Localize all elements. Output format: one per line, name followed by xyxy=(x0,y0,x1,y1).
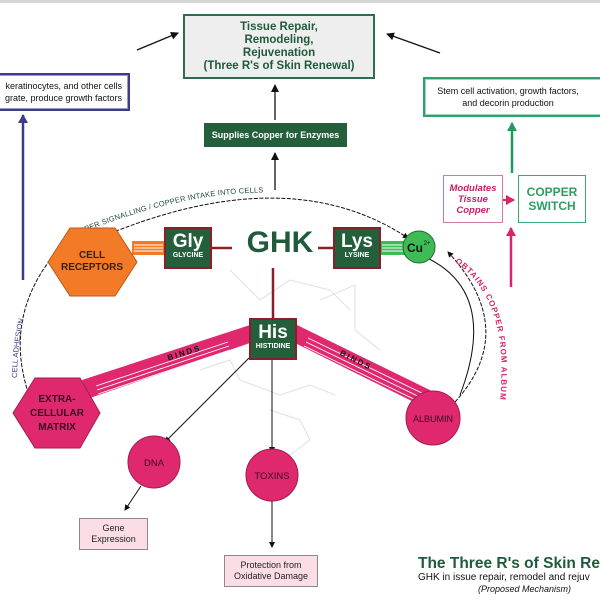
footer-subtitle: GHK in issue repair, remodel and rejuv xyxy=(418,572,590,583)
copper-ion-node xyxy=(402,230,436,264)
histidine-name: HISTIDINE xyxy=(255,343,291,350)
supplies-copper-box: Supplies Copper for Enzymes xyxy=(204,123,347,147)
albumin-node xyxy=(405,390,461,446)
arrow-dna-to-gene xyxy=(124,485,142,511)
cell-receptors-line2: RECEPTORS xyxy=(61,262,123,273)
gene-expression-box: Gene Expression xyxy=(79,518,148,550)
toxins-label: TOXINS xyxy=(254,471,289,482)
band-lys-copper xyxy=(380,241,406,255)
copper-ion-charge: 2+ xyxy=(424,241,431,247)
arrow-his-to-dna xyxy=(164,357,250,443)
top-border xyxy=(0,0,600,3)
arc-cell-adhesion xyxy=(19,259,51,393)
protection-line-1: Protection from xyxy=(240,560,302,570)
histidine-symbol: His xyxy=(258,322,288,343)
keratinocytes-line-1: keratinocytes, and other cells xyxy=(5,81,122,91)
keratinocytes-line-2: grate, produce growth factors xyxy=(4,93,122,103)
gene-line-2: Expression xyxy=(91,534,136,544)
supplies-copper-label: Supplies Copper for Enzymes xyxy=(211,130,340,140)
albumin-label: ALBUMIN xyxy=(413,414,453,424)
modulates-tissue-copper-box: Modulates Tissue Copper xyxy=(443,175,503,223)
glycine-symbol: Gly xyxy=(172,231,204,252)
title-box: Tissue Repair, Remodeling, Rejuvenation … xyxy=(183,14,375,79)
gene-line-1: Gene xyxy=(102,523,125,533)
label-cell-adhesion: CELL ADHESION xyxy=(10,317,26,378)
modulates-line-3: Copper xyxy=(456,204,490,216)
histidine-box: His HISTIDINE xyxy=(249,318,297,360)
title-line-3: Rejuvenation xyxy=(242,46,316,59)
footer-caption: The Three R's of Skin Ren GHK in issue r… xyxy=(418,555,600,595)
arc-obtains-copper xyxy=(447,251,487,403)
title-line-4: (Three R's of Skin Renewal) xyxy=(203,59,355,72)
glycine-box: Gly GLYCINE xyxy=(164,227,212,269)
cell-receptors-node xyxy=(47,227,138,297)
lysine-name: LYSINE xyxy=(344,252,370,259)
ecm-line3: MATRIX xyxy=(38,422,76,433)
keratinocytes-box: keratinocytes, and other cells grate, pr… xyxy=(0,73,130,111)
ecm-node xyxy=(12,377,101,449)
copper-ion-label: Cu xyxy=(407,241,423,255)
dna-label: DNA xyxy=(144,458,165,469)
copper-switch-line-2: SWITCH xyxy=(528,199,576,213)
band-his-albumin xyxy=(297,325,440,411)
ecm-line1: EXTRA- xyxy=(38,394,75,405)
stem-cell-line-2: and decorin production xyxy=(462,98,554,108)
cell-receptors-line1: CELL xyxy=(79,250,105,261)
arc-inner-right xyxy=(422,255,475,396)
protection-box: Protection from Oxidative Damage xyxy=(224,555,318,587)
modulates-line-1: Modulates xyxy=(449,182,497,194)
copper-switch-line-1: COPPER xyxy=(526,185,578,199)
lysine-box: Lys LYSINE xyxy=(333,227,381,269)
lysine-symbol: Lys xyxy=(340,231,374,252)
band-gly-receptors xyxy=(132,241,165,255)
band-his-ecm xyxy=(82,325,250,398)
title-line-1: Tissue Repair, xyxy=(240,20,318,33)
stem-cell-line-1: Stem cell activation, growth factors, xyxy=(437,86,579,96)
dna-node xyxy=(127,435,181,489)
ecm-line2: CELLULAR xyxy=(30,408,85,419)
footer-note: (Proposed Mechanism) xyxy=(478,584,572,594)
arrow-right-to-title xyxy=(386,32,441,54)
glycine-name: GLYCINE xyxy=(172,252,204,259)
footer-title: The Three R's of Skin Ren xyxy=(418,555,600,572)
arrow-left-to-title xyxy=(136,31,179,51)
stem-cell-box: Stem cell activation, growth factors, an… xyxy=(423,77,600,117)
protection-line-2: Oxidative Damage xyxy=(233,571,309,581)
ghk-label: GHK xyxy=(246,226,314,259)
modulates-line-2: Tissue xyxy=(458,193,488,205)
copper-switch-box: COPPER SWITCH xyxy=(518,175,586,223)
title-line-2: Remodeling, xyxy=(244,33,314,46)
